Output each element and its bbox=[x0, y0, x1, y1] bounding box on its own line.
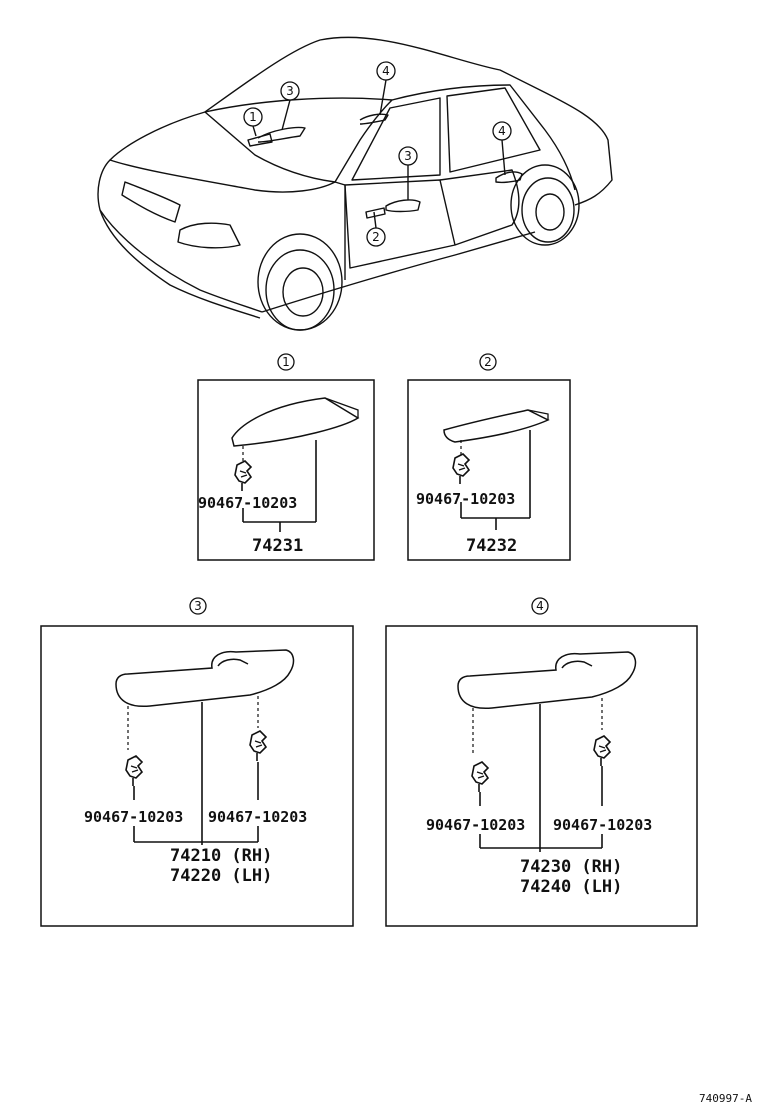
panel-1-frame bbox=[197, 379, 375, 561]
car-handle-4-front bbox=[359, 113, 389, 125]
car-headlight bbox=[177, 222, 241, 249]
svg-text:2: 2 bbox=[372, 230, 380, 244]
panel-3-frame bbox=[40, 625, 354, 927]
car-rear-wheel-arch bbox=[510, 164, 580, 246]
panel-4: 4 90467-10203 90467-10203 74230 (RH) 742… bbox=[385, 597, 698, 927]
assist-grip-part-2 bbox=[443, 409, 550, 443]
svg-text:4: 4 bbox=[382, 64, 390, 78]
car-door-rear bbox=[439, 169, 520, 246]
assist-grip-part-1 bbox=[231, 397, 360, 447]
panel-4-assembly-lh: 74240 (LH) bbox=[520, 877, 622, 897]
panel-2-number: 2 bbox=[484, 355, 492, 369]
car-handle-1 bbox=[247, 133, 273, 147]
callout-3-door: 3 bbox=[398, 146, 418, 166]
car-door-front bbox=[344, 179, 456, 269]
svg-text:3: 3 bbox=[404, 149, 412, 163]
panel-1-clip-part-number: 90467-10203 bbox=[198, 494, 297, 512]
car-callouts: 4 3 1 4 3 2 bbox=[243, 61, 512, 247]
car-handle-4-door bbox=[495, 171, 523, 184]
car-rear-window bbox=[391, 84, 576, 191]
car-front-wheel bbox=[265, 249, 335, 331]
car-grille bbox=[121, 181, 181, 223]
panel-2-clip-part-number: 90467-10203 bbox=[416, 490, 515, 508]
panel-2-assembly-part-number: 74232 bbox=[466, 536, 517, 556]
callout-2-door: 2 bbox=[366, 227, 386, 247]
car-handle-3-front bbox=[257, 126, 306, 143]
car-roof bbox=[204, 36, 613, 206]
svg-text:3: 3 bbox=[286, 84, 294, 98]
panel-4-clip-part-number-left: 90467-10203 bbox=[426, 816, 525, 834]
car-front bbox=[97, 159, 261, 319]
car-windshield bbox=[204, 97, 393, 183]
panel-2: 2 90467-10203 74232 bbox=[407, 353, 571, 561]
car-rocker bbox=[261, 231, 536, 313]
svg-text:1: 1 bbox=[249, 110, 257, 124]
assist-grip-part-3 bbox=[115, 649, 295, 708]
car-hood bbox=[109, 111, 336, 193]
car-bumper bbox=[99, 209, 263, 313]
car-handle-3-door bbox=[385, 199, 421, 213]
panel-3: 3 90467-10203 90467-10203 74210 (RH) 742… bbox=[40, 597, 354, 927]
panel-3-clip-part-number-right: 90467-10203 bbox=[208, 808, 307, 826]
panel-2-frame bbox=[407, 379, 571, 561]
panel-3-clip-part-number-left: 90467-10203 bbox=[84, 808, 183, 826]
panel-3-number: 3 bbox=[194, 599, 202, 613]
panel-4-frame bbox=[385, 625, 698, 927]
panel-4-clip-part-number-right: 90467-10203 bbox=[553, 816, 652, 834]
panel-4-number: 4 bbox=[536, 599, 544, 613]
assist-grip-part-4 bbox=[457, 651, 637, 710]
car-rear-wheel bbox=[521, 177, 575, 243]
car-illustration bbox=[97, 36, 613, 331]
car-window-rear bbox=[446, 87, 541, 173]
callout-4-roof: 4 bbox=[376, 61, 396, 81]
car-handle-2-door bbox=[365, 207, 386, 219]
panel-1: 1 90467-10203 74231 bbox=[197, 353, 375, 561]
panel-4-assembly-rh: 74230 (RH) bbox=[520, 857, 622, 877]
callout-1-roof: 1 bbox=[243, 107, 263, 127]
panel-1-number: 1 bbox=[282, 355, 290, 369]
car-window-front bbox=[351, 97, 441, 181]
callout-3-roof: 3 bbox=[280, 81, 300, 101]
figure-code: 740997-A bbox=[699, 1092, 752, 1105]
callout-4-rear: 4 bbox=[492, 121, 512, 141]
panel-1-assembly-part-number: 74231 bbox=[252, 536, 303, 556]
svg-text:4: 4 bbox=[498, 124, 506, 138]
panel-3-assembly-lh: 74220 (LH) bbox=[170, 866, 272, 886]
panel-3-assembly-rh: 74210 (RH) bbox=[170, 846, 272, 866]
